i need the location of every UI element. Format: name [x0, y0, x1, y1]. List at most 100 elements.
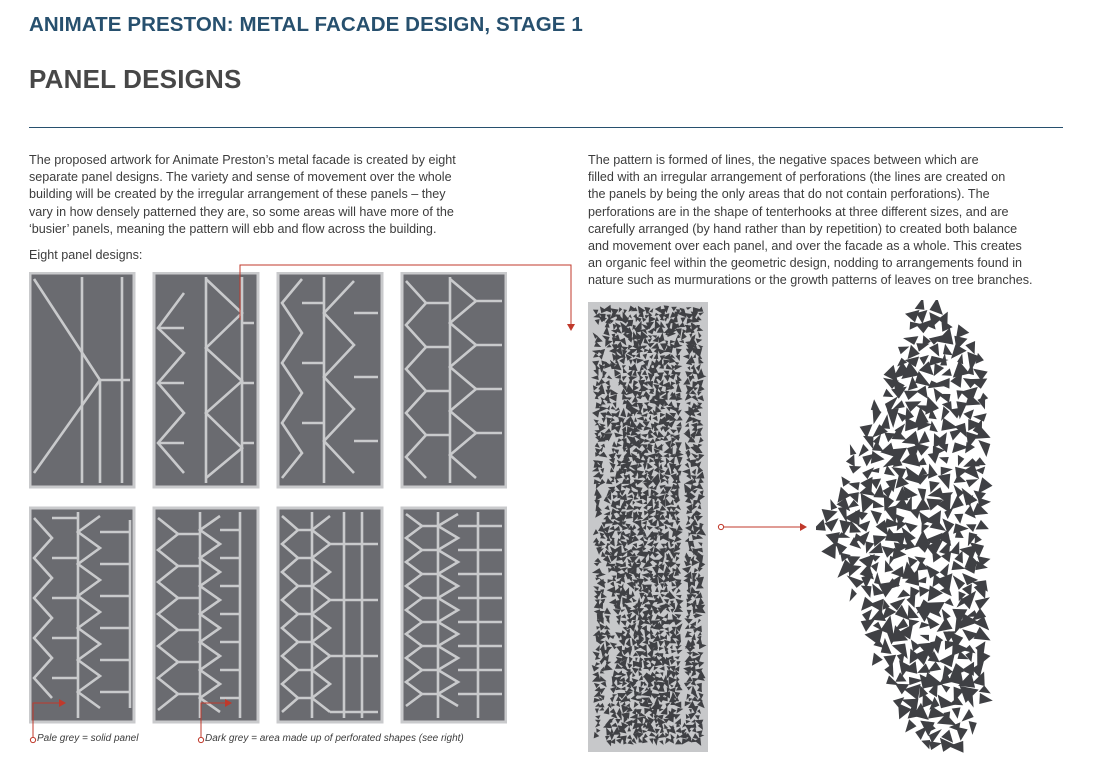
perforation-shape	[652, 542, 659, 548]
perforation-shape	[599, 306, 608, 314]
perforation-shape	[596, 728, 601, 733]
perforation-shape	[615, 346, 623, 357]
perforation-shape	[599, 617, 604, 624]
perforation-shape	[694, 590, 700, 595]
perforation-shape	[631, 552, 637, 557]
perforation-shape	[650, 360, 656, 367]
perforation-shape	[616, 733, 621, 739]
perforation-shape	[914, 647, 932, 666]
perforation-shape	[672, 701, 682, 709]
perforation-shape	[627, 558, 633, 564]
perforation-shape	[593, 609, 601, 615]
perforation-shape	[675, 348, 682, 357]
perforation-shape	[647, 559, 653, 566]
perforation-shape	[681, 331, 687, 341]
perforation-shape	[600, 468, 605, 474]
perforation-shape	[676, 722, 681, 728]
perforation-shape	[692, 366, 698, 375]
perforation-shape	[695, 461, 702, 469]
perforation-shape	[626, 388, 633, 396]
perforation-shape	[684, 724, 694, 731]
perforation-shape	[943, 343, 953, 356]
perforation-shape	[615, 579, 622, 585]
perforation-shape	[647, 690, 653, 698]
perforation-shape	[595, 638, 602, 645]
perforation-shape	[634, 391, 643, 397]
perforation-shape	[691, 425, 698, 432]
perforation-shape	[600, 631, 607, 636]
perforation-shape	[952, 360, 970, 378]
perforation-shape	[965, 341, 976, 355]
perforation-shape	[642, 722, 648, 728]
perforation-shape	[603, 304, 612, 313]
perforation-shape	[597, 378, 606, 386]
perforation-shape	[604, 320, 610, 328]
perforation-shape	[604, 433, 613, 442]
perforation-shape	[647, 599, 656, 606]
perforation-shape	[941, 417, 958, 431]
perforation-shape	[684, 462, 690, 469]
perforation-shape	[629, 713, 638, 719]
perforation-shape	[902, 485, 918, 499]
perforation-shape	[939, 737, 955, 752]
perforation-shape	[959, 685, 979, 703]
perforation-shape	[697, 523, 704, 531]
perforation-shape	[654, 319, 661, 330]
perforation-shape	[613, 425, 622, 433]
perforation-shape	[676, 707, 684, 714]
perforation-shape	[610, 389, 619, 396]
perforation-shape	[695, 576, 704, 587]
perforation-shape	[696, 528, 707, 536]
perforation-shape	[919, 622, 931, 629]
perforation-shape	[944, 598, 954, 607]
perforation-shape	[660, 583, 665, 589]
perforation-shape	[697, 597, 704, 607]
perforation-shape	[926, 318, 936, 330]
panel-designs-grid	[29, 272, 507, 724]
perforation-shape	[698, 436, 704, 444]
perforation-shape	[668, 676, 677, 685]
perforation-shape	[654, 367, 659, 374]
perforation-shape	[699, 522, 704, 527]
perforation-shape	[623, 717, 628, 724]
perforation-shape	[632, 427, 641, 433]
perforation-shape	[686, 614, 691, 619]
perforation-shape	[660, 343, 668, 352]
perforation-shape	[696, 445, 703, 454]
perforation-shape	[665, 657, 670, 663]
perforation-shape	[627, 369, 633, 378]
perforation-shape	[847, 499, 859, 509]
perforation-shape	[884, 560, 894, 573]
perforation-shape	[595, 452, 600, 457]
perforation-shape	[667, 419, 676, 428]
perforation-shape	[622, 441, 629, 449]
perforation-shape	[662, 474, 670, 481]
perforation-shape	[601, 418, 606, 423]
perforation-shape	[668, 574, 678, 583]
perforation-shape	[643, 501, 648, 505]
perforation-shape	[600, 443, 606, 448]
callout-dot-icon	[197, 736, 205, 744]
perforation-shape	[884, 432, 896, 443]
perforation-shape	[885, 478, 897, 493]
perforation-shape	[634, 519, 642, 529]
perforation-shape	[660, 406, 666, 410]
perforation-shape	[936, 327, 954, 345]
perforation-shape	[605, 516, 614, 524]
perforation-shape	[634, 587, 640, 592]
perforation-shape	[642, 463, 647, 471]
perforation-shape	[861, 573, 874, 589]
perforation-shape	[653, 378, 659, 384]
perforation-shape	[974, 616, 990, 631]
perforation-shape	[612, 441, 618, 448]
perforation-shape	[656, 696, 666, 703]
perforation-shape	[837, 486, 851, 503]
perforation-shape	[691, 402, 699, 410]
perforation-shape	[952, 575, 966, 590]
perforation-shape	[614, 600, 622, 610]
perforation-shape	[973, 490, 986, 502]
perforation-shape	[645, 395, 651, 402]
perforation-shape	[952, 442, 970, 454]
perforation-shape	[683, 312, 694, 319]
perforation-shape	[656, 347, 666, 355]
